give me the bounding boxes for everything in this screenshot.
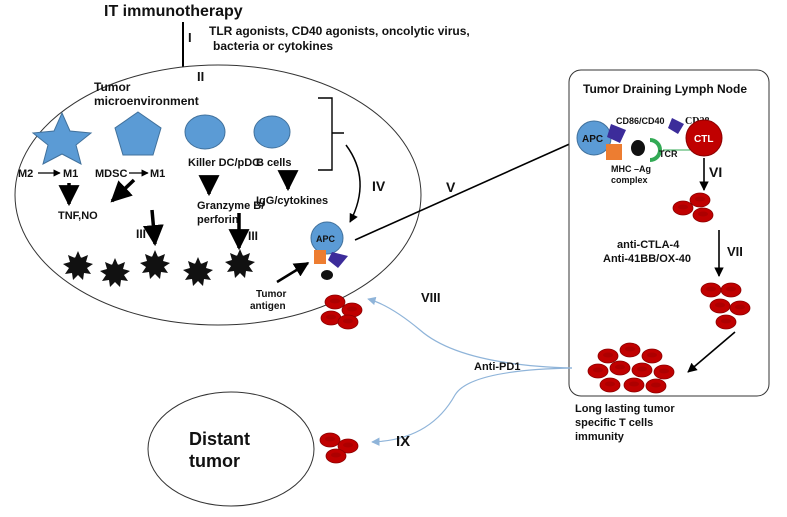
t-cell-9 (597, 348, 619, 364)
mdsc-pentagon-cell (114, 111, 162, 156)
arrow-to-large-cluster (687, 331, 736, 373)
tumor-microenvironment-ellipse (14, 64, 422, 326)
immunity-label-line3: immunity (575, 431, 625, 443)
tme-label-line2: microenvironment (94, 94, 199, 108)
step-label-ix: IX (396, 433, 410, 450)
step-label-iii-a: III (136, 227, 146, 241)
t-cell-11 (641, 348, 663, 364)
t-cell-8 (715, 314, 737, 330)
t-cell-14 (631, 362, 653, 378)
apc-cell-tme (310, 221, 344, 255)
step-label-viii: VIII (421, 290, 441, 305)
arrow-v (354, 137, 584, 241)
t-cell-18 (645, 378, 667, 394)
immunity-label-line2: specific T cells (575, 417, 653, 429)
t-cell-22 (337, 314, 359, 330)
step-label-i: I (188, 30, 192, 45)
m1-label-b: M1 (150, 168, 165, 180)
ctl-cell (685, 119, 723, 157)
lymph-node-box (568, 69, 770, 397)
step-label-iii-b: III (248, 229, 258, 243)
t-cell-2 (689, 192, 711, 208)
t-cell-10 (619, 342, 641, 358)
tumor-antigen-label-line2: antigen (250, 301, 286, 312)
t-cell-3 (692, 207, 714, 223)
ctl-label: CTL (694, 134, 713, 145)
mhc-label-line1: MHC –Ag (611, 164, 651, 174)
distant-tumor-ellipse (147, 391, 315, 507)
b-cells-label: B cells (256, 157, 291, 169)
tnf-no-label: TNF,NO (58, 210, 98, 222)
t-cell-12 (587, 363, 609, 379)
tme-label-line1: Tumor (94, 80, 131, 94)
receptor-tme (328, 252, 348, 268)
t-cell-19 (324, 294, 346, 310)
apc-label-tme: APC (316, 234, 336, 244)
tcr-label: TCR (659, 149, 678, 159)
anti-pd1-label: Anti-PD1 (474, 361, 520, 373)
mhc-label-line2: complex (611, 175, 648, 185)
t-cell-7 (729, 300, 751, 316)
t-cell-1 (672, 200, 694, 216)
t-cell-13 (609, 360, 631, 376)
title: IT immunotherapy (104, 3, 243, 20)
cd86-label: CD86/CD40 (616, 116, 665, 126)
distant-tumor-label-line1: Distant (189, 429, 250, 449)
killer-dc-cell (184, 114, 226, 150)
immunity-label-line1: Long lasting tumor (575, 403, 675, 415)
step-label-vii: VII (727, 244, 743, 259)
tcr-receptor (649, 138, 662, 162)
checkpoint-label-line1: anti-CTLA-4 (617, 239, 680, 251)
m2-label: M2 (18, 168, 33, 180)
granzyme-label-line1: Granzyme B/ (197, 200, 264, 212)
mdsc-to-tnf-arrow (110, 178, 136, 203)
t-cell-23 (319, 432, 341, 448)
b-cell (253, 115, 291, 149)
step-label-vi: VI (709, 164, 722, 180)
agents-line1: TLR agonists, CD40 agonists, oncolytic v… (209, 24, 470, 38)
agents-line2: bacteria or cytokines (213, 39, 333, 53)
tumor-antigen-label-line1: Tumor (256, 289, 286, 300)
t-cell-6 (709, 298, 731, 314)
t-cell-16 (599, 377, 621, 393)
arrow-ix (371, 367, 573, 446)
granzyme-label-line2: perforin (197, 214, 239, 226)
t-cell-25 (325, 448, 347, 464)
t-cell-5 (720, 282, 742, 298)
killer-dc-label: Killer DC/pDC (188, 157, 260, 169)
distant-tumor-label-line2: tumor (189, 451, 240, 471)
step-label-ii: II (197, 69, 204, 84)
apc-label-ln: APC (582, 134, 603, 145)
antigen-to-apc-arrow (276, 261, 310, 284)
step-label-iv: IV (372, 178, 386, 194)
lymph-node-title: Tumor Draining Lymph Node (583, 82, 747, 96)
antigen-ln (631, 140, 645, 156)
mhc-tme (314, 250, 326, 264)
arrow-iv (345, 144, 361, 223)
mdsc-label: MDSC (95, 168, 127, 180)
mhc-ln (606, 144, 622, 160)
arrow-viii (367, 296, 573, 369)
t-cell-15 (653, 364, 675, 380)
tnf-to-tumor-arrow (142, 209, 164, 247)
igg-label: IgG/cytokines (256, 195, 328, 207)
m1-label-a: M1 (63, 168, 78, 180)
step-label-v: V (446, 179, 456, 195)
t-cell-4 (700, 282, 722, 298)
cells-bracket (318, 97, 344, 171)
cd86-receptor (607, 124, 626, 143)
macrophage-star-cell (31, 111, 93, 165)
t-cell-17 (623, 377, 645, 393)
cd28-receptor (668, 118, 684, 134)
antigen-tme (321, 270, 333, 280)
checkpoint-label-line2: Anti-41BB/OX-40 (603, 253, 691, 265)
